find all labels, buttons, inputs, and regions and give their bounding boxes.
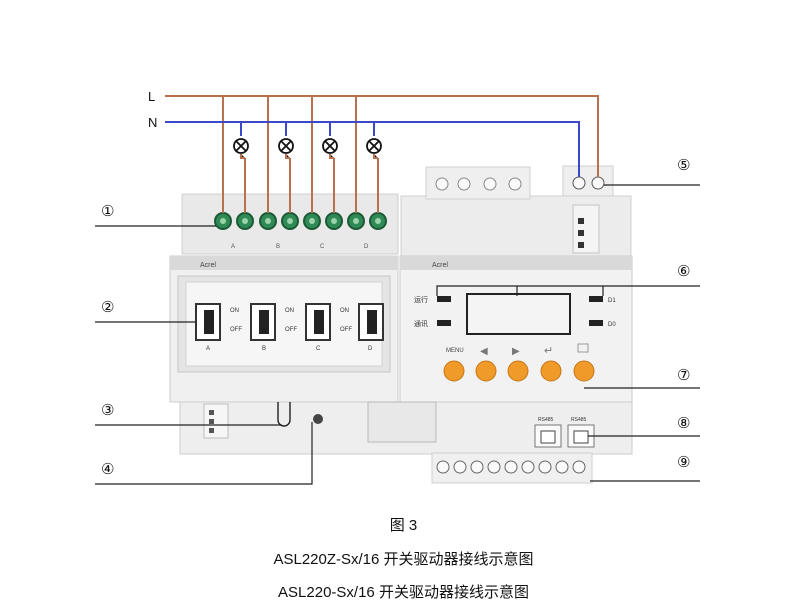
lcd-screen — [466, 293, 571, 335]
menu-button[interactable] — [443, 360, 465, 382]
control-panel: 运行 通讯 D1 D0 MENU ◀ ▶ ↵ RS485 RS485 — [414, 293, 616, 423]
figure-caption: 图 3 — [389, 517, 418, 534]
breaker-switch-d[interactable] — [358, 303, 384, 341]
breaker-switch-a[interactable] — [195, 303, 221, 341]
indicator-run — [437, 296, 451, 302]
port-1-label: RS485 — [538, 417, 554, 423]
brand-label-left: Acrel — [200, 262, 216, 269]
neutral-label: N — [148, 115, 157, 130]
callout-4: ④ — [101, 460, 114, 478]
terminal-group-b-label: B — [276, 244, 280, 250]
port-2-label: RS485 — [571, 417, 587, 423]
lamp-icon — [322, 138, 338, 154]
callout-5: ⑤ — [677, 156, 690, 174]
line-wires — [165, 95, 599, 213]
lamp-icon — [366, 138, 382, 154]
indicator-d0 — [589, 320, 603, 326]
brand-label-right: Acrel — [432, 262, 448, 269]
switch-a-off-label: OFF — [230, 327, 242, 333]
indicator-comm-label: 通讯 — [414, 319, 428, 328]
switch-a-on-label: ON — [230, 308, 239, 314]
indicator-d1-label: D1 — [608, 298, 616, 304]
din-latch — [277, 402, 291, 427]
bottom-terminals — [436, 460, 586, 474]
window-icon — [577, 343, 589, 353]
terminal-group-c-label: C — [320, 244, 325, 250]
switch-a-label: A — [206, 346, 210, 352]
switch-b-off-label: OFF — [285, 327, 297, 333]
switch-b-label: B — [262, 346, 266, 352]
line-label: L — [148, 89, 155, 104]
callout-8: ⑧ — [677, 414, 690, 432]
indicator-run-label: 运行 — [414, 295, 428, 304]
lamp-icons — [233, 138, 382, 154]
breaker-switch-b[interactable] — [250, 303, 276, 341]
right-button-label: ▶ — [512, 346, 520, 357]
indicator-d1 — [589, 296, 603, 302]
switch-c-off-label: OFF — [340, 327, 352, 333]
lamp-icon — [233, 138, 249, 154]
left-button-label: ◀ — [480, 346, 488, 357]
switch-b-on-label: ON — [285, 308, 294, 314]
left-button[interactable] — [475, 360, 497, 382]
switch-c-label: C — [316, 346, 321, 352]
callout-2: ② — [101, 298, 114, 316]
switch-c-on-label: ON — [340, 308, 349, 314]
upper-aux-terminals — [435, 177, 522, 191]
terminal-group-d-label: D — [364, 244, 369, 250]
escape-button[interactable] — [573, 360, 595, 382]
breaker-switch-c[interactable] — [305, 303, 331, 341]
switch-d-label: D — [368, 346, 373, 352]
breaker-switches: ON OFF A ON OFF B ON OFF C D — [195, 303, 384, 352]
indicator-d0-label: D0 — [608, 322, 616, 328]
callout-6: ⑥ — [677, 262, 690, 280]
terminal-group-a-label: A — [231, 244, 235, 250]
lamp-leads — [240, 154, 378, 159]
enter-button-label: ↵ — [544, 345, 553, 357]
figure-title-2: ASL220-Sx/16 开关驱动器接线示意图 — [278, 584, 529, 601]
indicator-comm — [437, 320, 451, 326]
enter-button[interactable] — [540, 360, 562, 382]
callout-9: ⑨ — [677, 453, 690, 471]
callout-7: ⑦ — [677, 366, 690, 384]
figure-title-1: ASL220Z-Sx/16 开关驱动器接线示意图 — [273, 551, 534, 568]
callout-1: ① — [101, 202, 114, 220]
menu-button-label: MENU — [446, 348, 464, 354]
callout-leaders — [95, 184, 700, 485]
right-button[interactable] — [507, 360, 529, 382]
lamp-icon — [278, 138, 294, 154]
neutral-wires — [165, 121, 580, 177]
callout-3: ③ — [101, 401, 114, 419]
